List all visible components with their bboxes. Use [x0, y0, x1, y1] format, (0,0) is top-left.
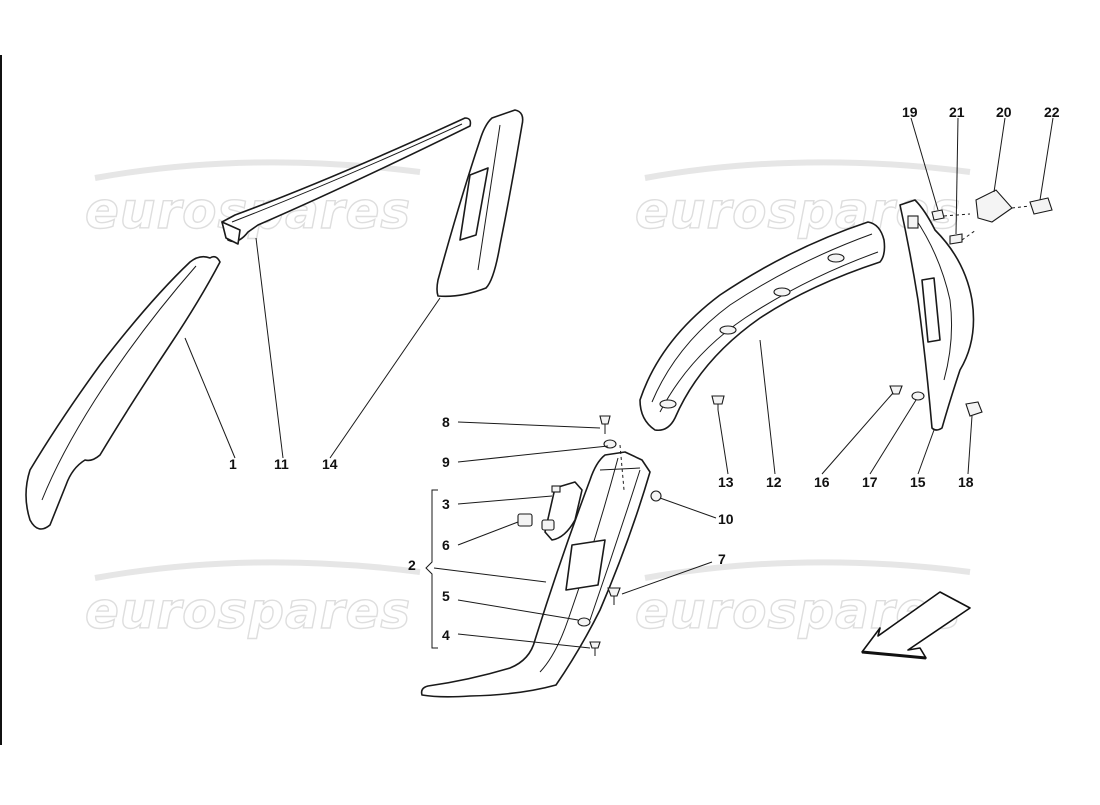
callout-13: 13 — [718, 474, 734, 490]
group-2-bracket — [425, 489, 438, 649]
leader-lines — [184, 117, 1054, 649]
callout-21: 21 — [949, 104, 965, 120]
callout-4: 4 — [442, 627, 450, 643]
part-1-a-pillar-trim — [25, 255, 221, 530]
callout-1: 1 — [229, 456, 237, 472]
callout-labels: 1 11 14 8 9 3 6 2 5 4 10 7 13 12 16 17 1… — [229, 104, 1060, 643]
direction-arrow-icon — [861, 591, 971, 660]
page-border-left — [0, 55, 2, 745]
callout-18: 18 — [958, 474, 974, 490]
callout-9: 9 — [442, 454, 450, 470]
part-11-roof-rail-trim — [221, 117, 472, 245]
callout-2: 2 — [408, 557, 416, 573]
part-12-roof-side-trim — [639, 221, 886, 432]
callout-12: 12 — [766, 474, 782, 490]
watermark-text: eurospares — [85, 582, 411, 640]
callout-15: 15 — [910, 474, 926, 490]
callout-3: 3 — [442, 496, 450, 512]
hardware-small-parts — [577, 189, 1053, 656]
callout-5: 5 — [442, 588, 450, 604]
watermark-bottom-left: eurospares — [84, 559, 421, 641]
callout-22: 22 — [1044, 104, 1060, 120]
callout-17: 17 — [862, 474, 878, 490]
part-6-clip — [517, 513, 555, 531]
part-2-b-pillar-lower-trim — [420, 451, 651, 698]
callout-14: 14 — [322, 456, 338, 472]
callout-20: 20 — [996, 104, 1012, 120]
part-15-c-pillar-trim — [899, 199, 975, 431]
callout-10: 10 — [718, 511, 734, 527]
callout-16: 16 — [814, 474, 830, 490]
callout-6: 6 — [442, 537, 450, 553]
part-14-b-pillar-upper-trim — [436, 109, 524, 298]
callout-11: 11 — [274, 456, 289, 472]
callout-8: 8 — [442, 414, 450, 430]
callout-19: 19 — [902, 104, 918, 120]
callout-7: 7 — [718, 551, 726, 567]
